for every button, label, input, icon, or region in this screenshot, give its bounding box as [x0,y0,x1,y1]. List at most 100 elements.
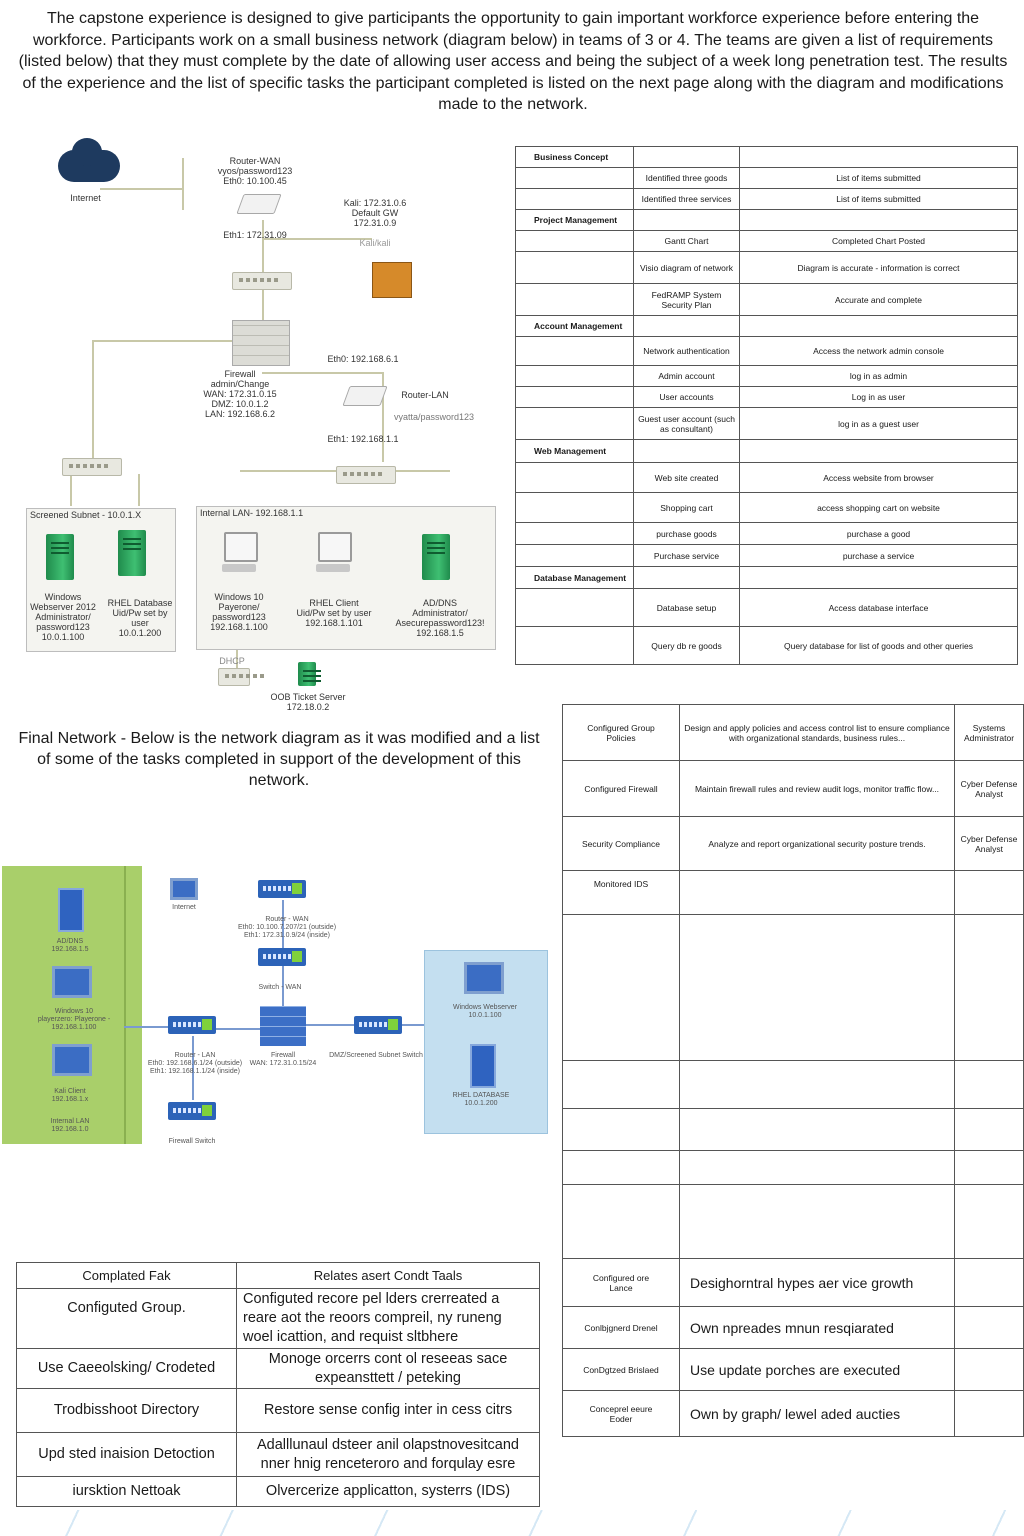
result-cell: Access the network admin console [739,336,1018,366]
firewall-icon [232,320,290,366]
category-cell [515,365,634,387]
task-cell: Visio diagram of network [633,251,740,284]
oob-ticket-server-icon [298,662,321,686]
router-lan-label: Router - LAN Eth0: 192.168.6.1/24 (outsi… [147,1052,243,1075]
category-cell [515,283,634,316]
internal-lan-label: Internal LAN 192.168.1.0 [50,1118,90,1133]
internal-lan-label: Internal LAN- 192.168.1.1 [200,508,304,518]
lan-switch-icon [336,466,396,484]
result-cell: purchase a good [739,522,1018,545]
task-cell: Admin account [633,365,740,387]
role-cell [954,1258,1024,1307]
result-cell: access shopping cart on website [739,492,1018,523]
kali-client-label: Kali Client 192.168.1.x [51,1088,89,1103]
role-cell [954,1390,1024,1437]
category-cell: Database Management [515,566,634,589]
switch-wan-label: Switch - WAN [258,984,302,991]
task-cell [633,209,740,231]
final-network-diagram: Internet Router - WAN Eth0: 10.100.7.207… [0,860,560,1150]
task-cell: Conlbjgnerd Drenel [562,1306,680,1349]
result-cell: Log in as user [739,386,1018,408]
role-cell: Cyber Defense Analyst [954,816,1024,871]
intro-paragraph: The capstone experience is designed to g… [18,10,1008,113]
kali-creds-label: Kali/kali [359,238,391,248]
task-cell: Identified three goods [633,167,740,189]
completed-task-cell: Upd sted inaision Detoction [16,1432,237,1477]
firewall-switch-icon [168,1102,216,1120]
category-cell: Account Management [515,315,634,337]
router-wan-icon [258,880,306,898]
role-cell: Cyber Defense Analyst [954,760,1024,817]
windows10-label: Windows 10 playerzero: Playerone - 192.1… [37,1008,111,1031]
router-wan-icon [236,194,282,214]
category-cell [515,167,634,189]
category-cell [515,230,634,252]
router-lan-creds-label: vyatta/password123 [393,412,475,422]
task-cell: Network authentication [633,336,740,366]
category-cell [515,188,634,210]
rhel-database-label: RHEL Database Uid/Pw set by user 10.0.1.… [107,598,173,638]
firewall-switch-label: Firewall Switch [168,1138,216,1145]
category-cell: Web Management [515,439,634,463]
role-cell [954,1150,1024,1185]
related-tasks-cell: Configuted recore pel lders crerreated a… [236,1288,540,1349]
table-row: Business Concept [515,146,1018,168]
table-row: Trodbisshoot Directory Restore sense con… [16,1388,540,1433]
category-cell [515,492,634,523]
table-row: Account Management [515,315,1018,337]
windows-webserver-monitor-icon [464,962,504,994]
result-cell: Query database for list of goods and oth… [739,626,1018,665]
description-cell: Desighorntral hypes aer vice growth [679,1258,955,1307]
category-cell: Business Concept [515,146,634,168]
description-cell: Maintain firewall rules and review audit… [679,760,955,817]
windows10-label: Windows 10 Payerone/ password123 192.168… [210,592,268,632]
result-cell [739,315,1018,337]
table-row [562,1108,1024,1151]
internet-cloud-icon [58,138,120,182]
category-cell [515,522,634,545]
column-header: Complated Fak [16,1262,237,1289]
task-cell: Database setup [633,588,740,627]
description-cell: Own npreades mnun resqiarated [679,1306,955,1349]
internet-icon [170,878,198,900]
oob-ticket-server-label: OOB Ticket Server 172.18.0.2 [270,692,346,712]
router-wan-label: Router-WAN vyos/password123 Eth0: 10.100… [217,156,293,186]
task-cell [562,1060,680,1109]
final-network-heading: Final Network - Below is the network dia… [18,730,540,789]
task-cell: Web site created [633,462,740,493]
task-cell [633,439,740,463]
kali-laptop-icon [372,262,412,298]
category-cell [515,336,634,366]
screened-subnet-label: Screened Subnet - 10.0.1.X [30,510,142,520]
task-cell [562,914,680,1061]
task-cell [562,1184,680,1259]
task-cell: Identified three services [633,188,740,210]
router-wan-label: Router - WAN Eth0: 10.100.7.207/21 (outs… [237,916,337,939]
result-cell: Accurate and complete [739,283,1018,316]
switch-wan-icon [258,948,306,966]
wan-switch-icon [232,272,292,290]
task-cell: Gantt Chart [633,230,740,252]
windows10-pc-icon [222,532,258,572]
role-cell [954,1108,1024,1151]
description-cell [679,1108,955,1151]
task-cell [562,1108,680,1151]
dmz-switch-icon [354,1016,402,1034]
result-cell: purchase a service [739,544,1018,567]
router-lan-eth1-label: Eth1: 192.168.1.1 [327,434,399,444]
windows-webserver-label: Windows Webserver 2012 Administrator/ pa… [30,592,96,642]
category-cell [515,626,634,665]
